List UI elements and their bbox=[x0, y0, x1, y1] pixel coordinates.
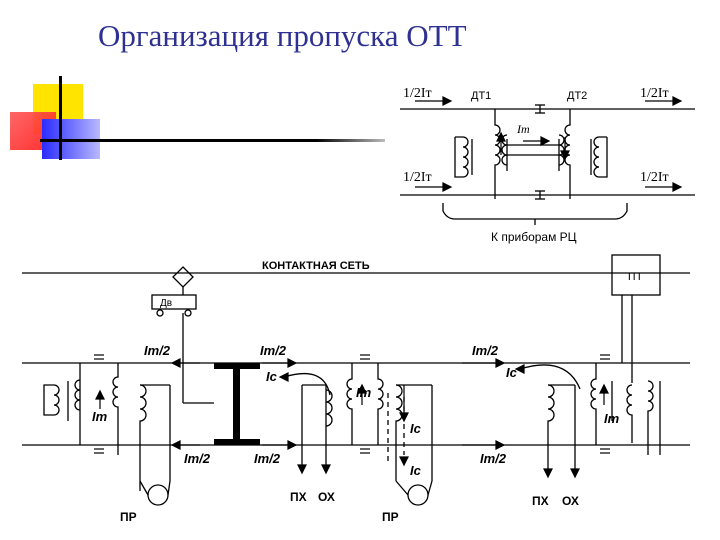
im-label-1: Im bbox=[92, 409, 108, 424]
im2-label-3: Im/2 bbox=[472, 343, 499, 358]
footer-label: К приборам РЦ bbox=[491, 230, 577, 244]
main-circuit-diagram: КОНТАКТНАЯ СЕТЬ ТП Дв Im/2 Im/2 Im/2 Im/… bbox=[22, 254, 690, 524]
px-label-2: ПХ bbox=[532, 494, 549, 508]
ic-label-3: Ic bbox=[410, 463, 422, 478]
top-left-current-label: 1/2Iт bbox=[403, 86, 432, 101]
dt1-label: ДТ1 bbox=[471, 90, 491, 102]
horizontal-rule-decoration bbox=[40, 139, 385, 142]
contact-network-label: КОНТАКТНАЯ СЕТЬ bbox=[262, 260, 370, 272]
ic-label-4: Ic bbox=[506, 365, 518, 380]
top-right-current-label: 1/2Iт bbox=[640, 86, 669, 101]
vertical-rule-decoration bbox=[59, 76, 62, 160]
pr-label-1: ПР bbox=[120, 510, 137, 524]
pr-label-2: ПР bbox=[382, 510, 399, 524]
dt2-label: ДТ2 bbox=[567, 90, 587, 102]
im2-label-2: Im/2 bbox=[260, 343, 287, 358]
bottom-left-current-label: 1/2Iт bbox=[403, 170, 432, 185]
top-circuit-diagram: 1/2Iт 1/2Iт 1/2Iт 1/2Iт ДТ1 ДТ2 Iт К при… bbox=[400, 86, 695, 244]
ic-label-1: Ic bbox=[266, 369, 278, 384]
im-label-2: Im bbox=[356, 385, 372, 400]
px-label-1: ПХ bbox=[290, 490, 307, 504]
im-label-3: Im bbox=[604, 411, 620, 426]
im2-label-1: Im/2 bbox=[144, 343, 171, 358]
ox-label-2: ОХ bbox=[562, 494, 579, 508]
traction-current-label: Iт bbox=[516, 122, 530, 136]
im2-label-6: Im/2 bbox=[480, 451, 507, 466]
dv-label: Дв bbox=[160, 298, 172, 309]
im2-label-5: Im/2 bbox=[254, 451, 281, 466]
ic-label-2: Ic bbox=[410, 421, 422, 436]
ox-label-1: ОХ bbox=[318, 490, 335, 504]
bottom-right-current-label: 1/2Iт bbox=[640, 170, 669, 185]
im2-label-4: Im/2 bbox=[184, 451, 211, 466]
substation-label: ТП bbox=[626, 271, 641, 283]
page-title: Организация пропуска ОТТ bbox=[98, 18, 467, 53]
